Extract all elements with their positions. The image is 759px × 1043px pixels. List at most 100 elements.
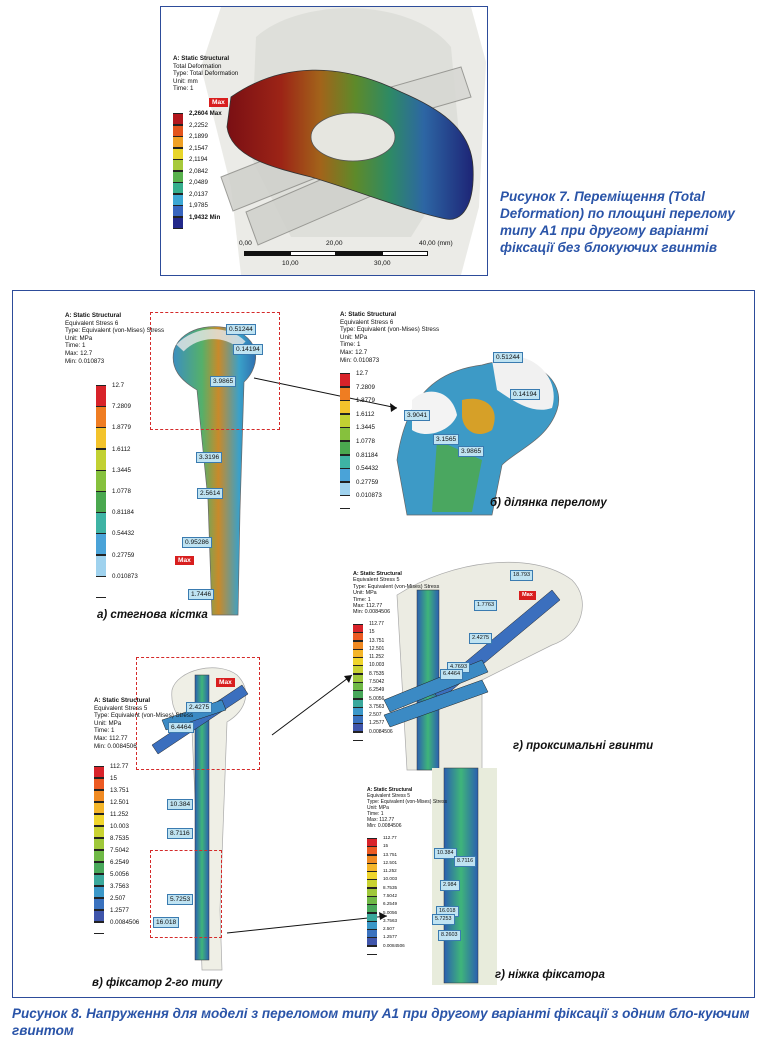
legend-label: 0.0084506	[369, 728, 393, 735]
legend-label: 11.252	[383, 868, 397, 874]
header-line: Equivalent Stress 5	[353, 577, 400, 584]
probe-label: 8.7116	[167, 828, 193, 839]
legend-swatch	[94, 898, 104, 910]
header-line: A: Static Structural	[340, 311, 397, 318]
legend-label: 0.54432	[112, 530, 135, 538]
panel-g1-label: г) проксимальні гвинти	[513, 740, 654, 752]
legend-swatch	[96, 554, 106, 577]
header-line: Unit: MPa	[353, 590, 377, 597]
legend-swatch	[94, 826, 104, 838]
header-line: A: Static Structural	[94, 697, 151, 704]
legend-label: 3.7563	[369, 703, 385, 710]
fig7-header-line: Time: 1	[173, 85, 194, 93]
probe-label: 6.4464	[440, 669, 464, 680]
legend-label: 5.0056	[110, 871, 129, 878]
legend-label: 1.8779	[356, 397, 375, 405]
legend-label: 12.501	[383, 859, 398, 865]
legend-label: 1.3445	[356, 424, 375, 432]
probe-label: 3.1565	[433, 434, 460, 445]
header-line: Unit: MPa	[94, 719, 122, 727]
probe-label: 1.7763	[474, 600, 498, 611]
probe-label: 3.3196	[196, 452, 223, 463]
legend-swatch	[173, 193, 183, 206]
legend-label: 5.0056	[369, 695, 385, 702]
zoom-region-box	[136, 657, 260, 770]
legend-label: 112.77	[369, 621, 384, 627]
legend-swatch	[96, 427, 106, 450]
legend-swatch	[340, 481, 350, 496]
legend-swatch	[96, 385, 106, 407]
legend-label: 0.0084506	[110, 919, 140, 926]
legend-label: 12.7	[356, 370, 369, 377]
panel-a-header: A: Static Structural Equivalent Stress 6…	[65, 312, 164, 365]
legend-label: 10.003	[369, 662, 385, 669]
legend-label: 7.5042	[383, 893, 398, 898]
legend-label: 11.252	[110, 811, 129, 818]
legend-label: 1.0778	[112, 488, 131, 495]
figure-7-frame: A: Static Structural Total Deformation T…	[160, 6, 488, 276]
legend-swatch	[94, 874, 104, 886]
legend-label: 12.501	[110, 799, 129, 806]
legend-label: 1.2577	[383, 934, 398, 940]
max-tag: Max	[519, 591, 536, 600]
legend-label: 8.7535	[383, 884, 398, 890]
legend-label: 2,1194	[189, 156, 208, 163]
probe-label: 2.4275	[469, 633, 493, 644]
probe-label: 1.7446	[188, 589, 215, 600]
figure-8-caption: Рисунок 8. Напруження для моделі з перел…	[12, 1006, 750, 1038]
header-line: Type: Equivalent (von-Mises) Stress	[94, 712, 194, 720]
legend-swatch	[96, 575, 106, 598]
header-line: Time: 1	[353, 596, 371, 603]
fig7-header-line: Total Deformation	[173, 62, 222, 70]
max-tag: Max	[209, 98, 228, 107]
header-line: Max: 112.77	[353, 603, 383, 610]
legend-label: 13.751	[383, 851, 398, 857]
legend-label: 7.2809	[356, 383, 375, 391]
legend-swatch	[94, 814, 104, 826]
total-deformation-render	[201, 7, 486, 275]
legend-label: 2.507	[383, 926, 395, 932]
legend-label: 15	[110, 775, 117, 782]
legend-label: 8.7535	[369, 670, 385, 677]
panel-a-label: а) стегнова кістка	[97, 609, 208, 621]
header-line: Time: 1	[340, 341, 361, 349]
probe-label: 0.95286	[182, 537, 212, 548]
legend-label: 0.81184	[112, 509, 134, 517]
probe-label: 10.384	[167, 799, 194, 810]
header-line: Equivalent Stress 6	[65, 319, 119, 327]
header-line: Max: 112.77	[367, 817, 395, 823]
fig7-header: A: Static Structural Total Deformation T…	[173, 55, 238, 93]
legend-swatch	[94, 862, 104, 874]
legend-label: 1,9785	[189, 202, 208, 209]
legend-swatch	[96, 491, 106, 513]
legend-swatch	[353, 731, 363, 741]
panel-g2-label: г) ніжка фіксатора	[495, 969, 605, 981]
legend-label: 2,0137	[189, 190, 208, 198]
panel-v-label: в) фіксатор 2-го типу	[92, 977, 223, 989]
legend-label: 112.77	[110, 763, 129, 770]
header-line: Min: 0.0084506	[367, 823, 402, 829]
figure-7-caption: Рисунок 7. Переміщення (Total Deformatio…	[500, 189, 735, 255]
header-line: Min: 0.010873	[65, 357, 105, 365]
zoom-region-box	[150, 850, 222, 938]
legend-label: 0.27759	[356, 478, 379, 486]
legend-label: 1.3445	[112, 466, 131, 474]
scale-tick-label: 10,00	[282, 260, 299, 267]
legend-label: 0.54432	[356, 465, 379, 473]
legend-swatch	[94, 790, 104, 802]
legend-label: 3.7563	[383, 917, 398, 923]
header-line: Time: 1	[367, 811, 384, 817]
legend-label: 0.010873	[112, 572, 138, 580]
legend-swatch	[96, 469, 106, 492]
legend-swatch	[94, 922, 104, 934]
legend-label: 8.7535	[110, 835, 129, 842]
legend-label: 13.751	[110, 787, 129, 794]
fig7-header-line: Type: Total Deformation	[173, 70, 239, 78]
probe-label: 16.018	[153, 917, 180, 928]
probe-label: 6.4464	[168, 722, 195, 733]
legend-swatch	[94, 910, 104, 922]
